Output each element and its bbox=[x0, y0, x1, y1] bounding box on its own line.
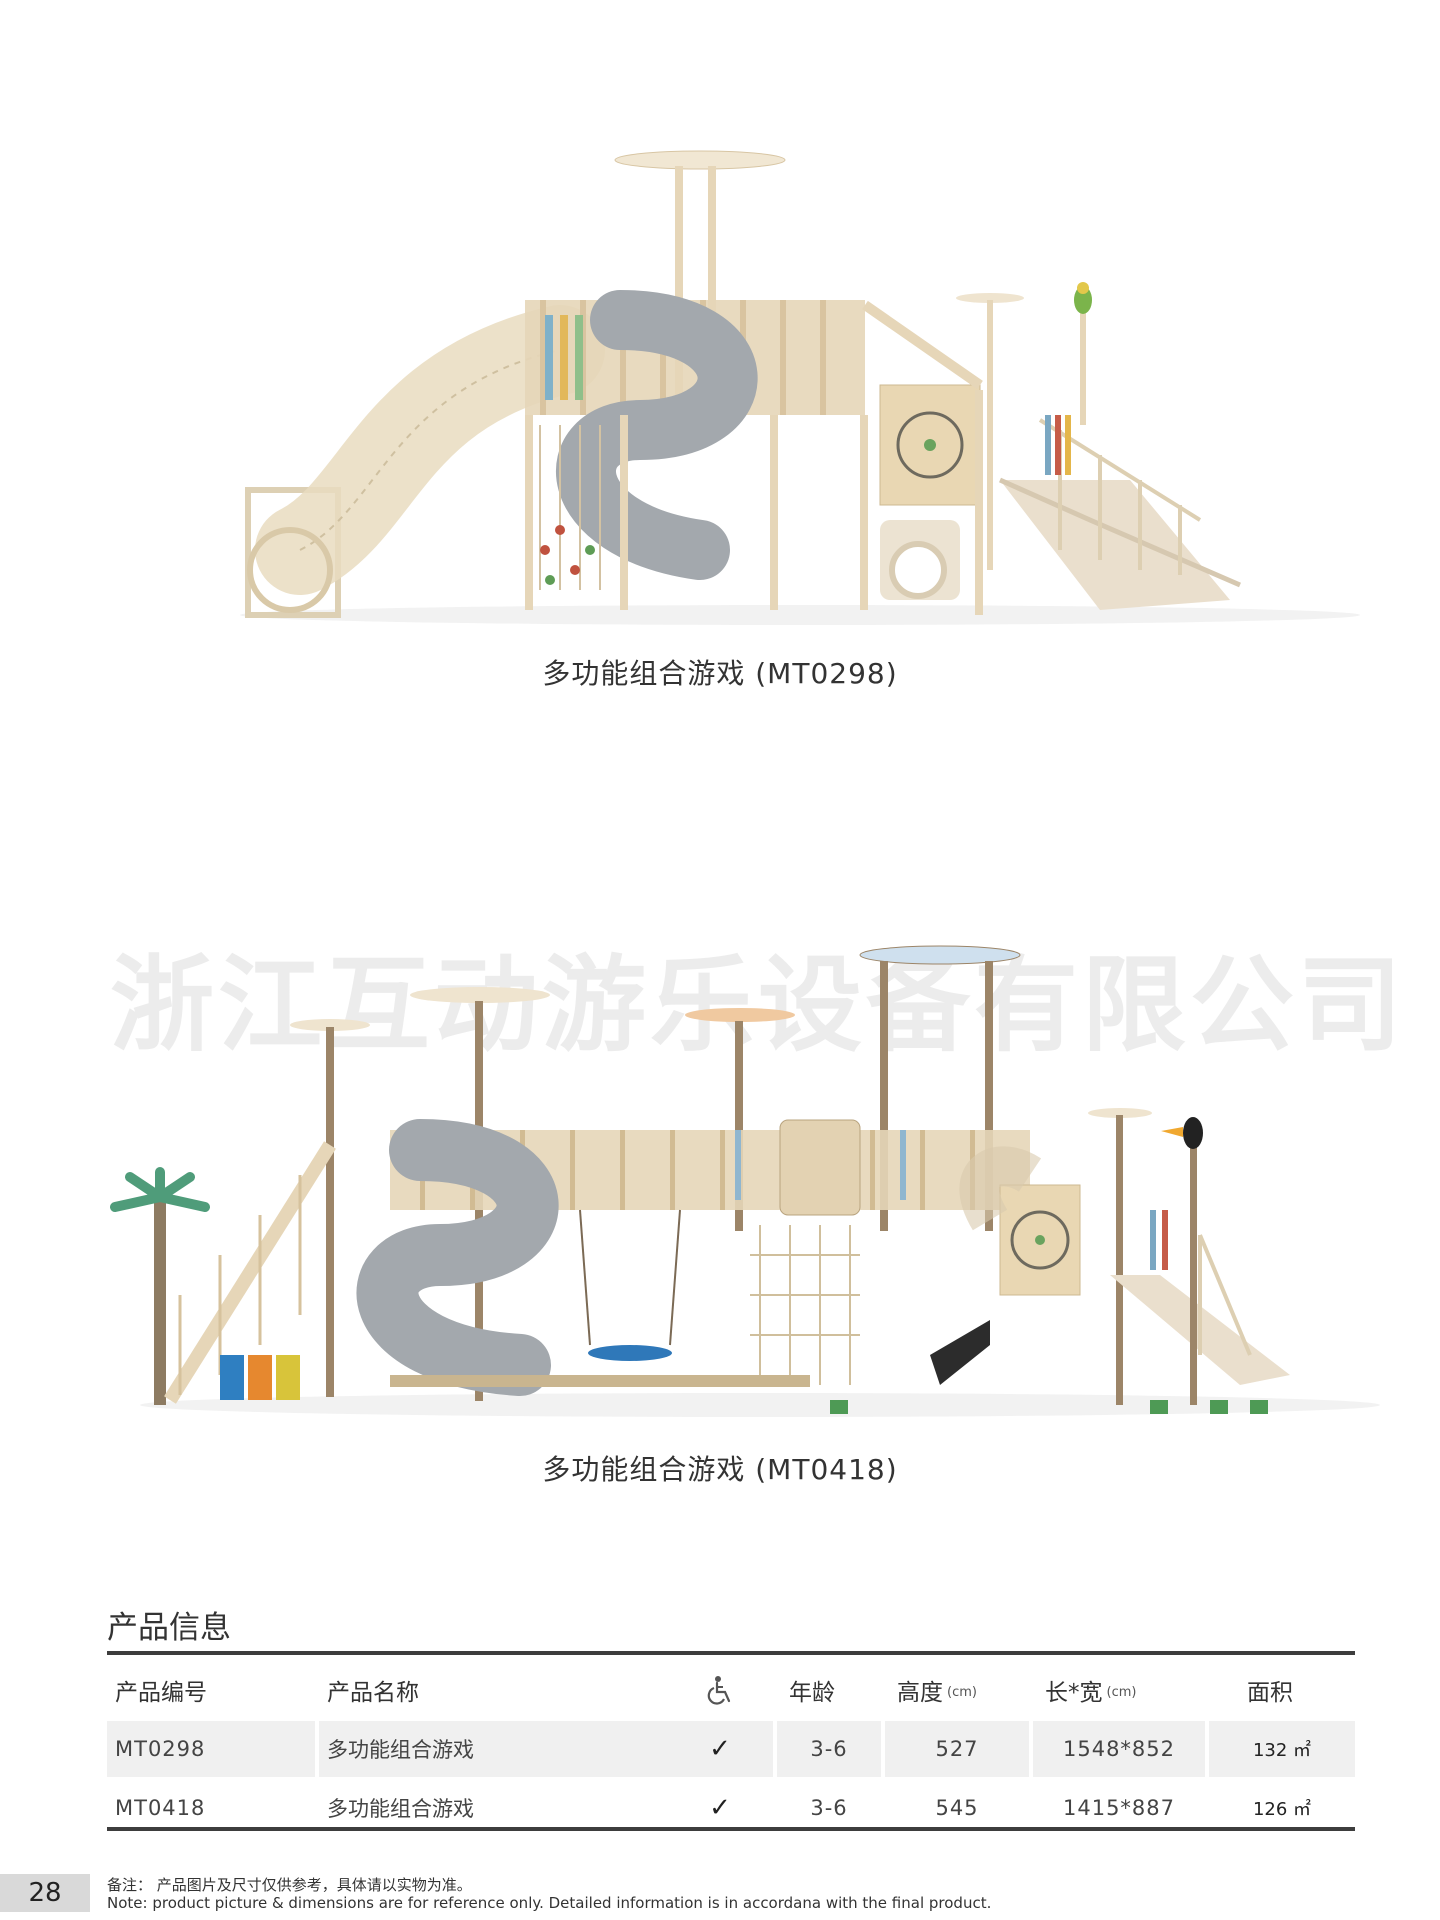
product-info-table: 产品编号 产品名称 年龄 高度(cm) 长*宽(cm) 面积 MT0298 多功… bbox=[107, 1662, 1355, 1836]
header-size-unit: (cm) bbox=[1106, 1684, 1137, 1700]
row-height: 527 bbox=[885, 1721, 1029, 1777]
product-image-mt0298 bbox=[0, 130, 1440, 630]
header-code: 产品编号 bbox=[115, 1680, 207, 1706]
row-name: 多功能组合游戏 bbox=[319, 1721, 671, 1777]
header-size: 长*宽(cm) bbox=[1033, 1662, 1205, 1718]
header-height-label: 高度 bbox=[897, 1680, 943, 1706]
row-code: MT0298 bbox=[107, 1721, 315, 1777]
header-name: 产品名称 bbox=[327, 1680, 419, 1706]
table-bottom-rule bbox=[107, 1827, 1355, 1831]
page-number: 28 bbox=[0, 1874, 90, 1912]
header-height: 高度(cm) bbox=[885, 1662, 1029, 1718]
company-watermark: 浙江互动游乐设备有限公司 bbox=[110, 943, 1407, 1066]
row-size: 1415*887 bbox=[1062, 1796, 1176, 1820]
table-row: MT0298 多功能组合游戏 ✓ 3-6 527 1548*852 132 ㎡ bbox=[107, 1721, 1355, 1777]
product-image-mt0418 bbox=[0, 935, 1440, 1425]
check-icon: ✓ bbox=[709, 1793, 731, 1823]
row-age: 3-6 bbox=[810, 1796, 848, 1820]
header-age: 年龄 bbox=[789, 1680, 835, 1706]
header-area: 面积 bbox=[1247, 1680, 1293, 1706]
header-size-label: 长*宽 bbox=[1045, 1680, 1103, 1706]
row-name: 多功能组合游戏 bbox=[327, 1797, 474, 1821]
table-row: MT0418 多功能组合游戏 ✓ 3-6 545 1415*887 126 ㎡ bbox=[107, 1780, 1355, 1836]
table-header-row: 产品编号 产品名称 年龄 高度(cm) 长*宽(cm) 面积 bbox=[107, 1662, 1355, 1718]
footer-note-en: Note: product picture & dimensions are f… bbox=[107, 1894, 992, 1912]
row-area: 132 ㎡ bbox=[1209, 1721, 1355, 1777]
product-info-title: 产品信息 bbox=[107, 1610, 231, 1646]
row-age: 3-6 bbox=[777, 1721, 881, 1777]
header-height-unit: (cm) bbox=[947, 1684, 977, 1700]
product-caption-2: 多功能组合游戏 (MT0418) bbox=[542, 1453, 898, 1486]
table-top-rule bbox=[107, 1651, 1355, 1655]
row-area: 126 ㎡ bbox=[1252, 1799, 1312, 1820]
check-icon: ✓ bbox=[667, 1721, 773, 1777]
row-height: 545 bbox=[935, 1796, 979, 1820]
row-size: 1548*852 bbox=[1033, 1721, 1205, 1777]
row-code: MT0418 bbox=[115, 1796, 206, 1820]
product-caption-1: 多功能组合游戏 (MT0298) bbox=[542, 657, 898, 690]
footer-note: 备注： 产品图片及尺寸仅供参考，具体请以实物为准。 Note: product … bbox=[107, 1876, 991, 1912]
wheelchair-icon bbox=[667, 1662, 773, 1718]
footer-note-cn: 备注： 产品图片及尺寸仅供参考，具体请以实物为准。 bbox=[107, 1876, 472, 1894]
